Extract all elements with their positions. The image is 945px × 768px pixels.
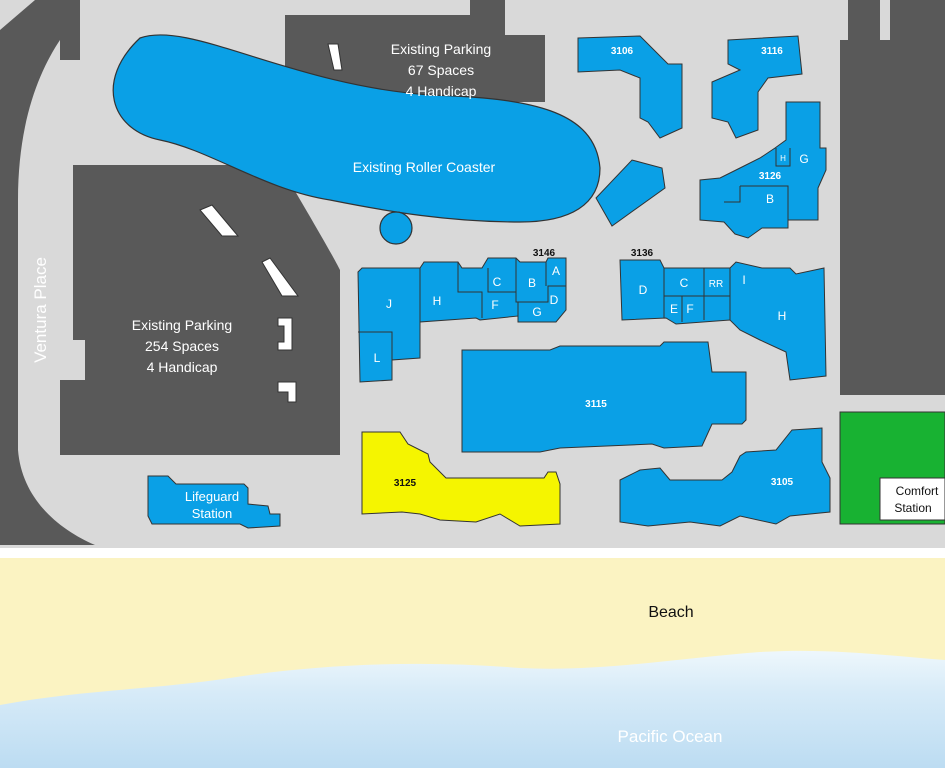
- unit-3136-f: F: [686, 302, 693, 316]
- building-3126: [699, 101, 827, 239]
- parking-islands: [199, 43, 343, 403]
- parking-north-line1: Existing Parking: [391, 41, 491, 57]
- unit-3146-a: A: [552, 264, 560, 278]
- lifeguard-line1: Lifeguard: [185, 489, 239, 504]
- parking-north-line3: 4 Handicap: [406, 83, 477, 99]
- roller-coaster-label: Existing Roller Coaster: [353, 159, 496, 175]
- comfort-station-box: [879, 477, 945, 521]
- building-3115-label: 3115: [585, 399, 607, 410]
- ventura-place-label: Ventura Place: [31, 257, 50, 363]
- unit-3136-i: I: [742, 273, 745, 287]
- unit-3126-b: B: [766, 192, 774, 206]
- buildings: [147, 35, 831, 529]
- parking-west-line3: 4 Handicap: [147, 359, 218, 375]
- ocean: [0, 650, 945, 768]
- building-3106-label: 3106: [611, 46, 634, 57]
- roller-coaster: [112, 34, 601, 223]
- building-3146-label: 3146: [533, 248, 556, 259]
- beach-label: Beach: [648, 604, 693, 621]
- unit-3146-j: J: [386, 297, 392, 311]
- unit-3146-l: L: [374, 351, 381, 365]
- unit-dividers-3126: [724, 148, 791, 220]
- building-3116: [711, 35, 803, 139]
- unit-3146-h: H: [433, 294, 442, 308]
- unit-dividers-3146: [358, 258, 566, 360]
- unit-3146-c: C: [493, 275, 502, 289]
- building-3105-label: 3105: [771, 477, 794, 488]
- unit-3146-b: B: [528, 276, 536, 290]
- building-3126-label: 3126: [759, 171, 782, 182]
- roller-coaster-pod: [379, 211, 413, 245]
- building-3136-label: 3136: [631, 248, 654, 259]
- comfort-line1: Comfort: [896, 484, 939, 498]
- unit-3126-h: H: [780, 154, 786, 163]
- unit-3136-h: H: [778, 309, 787, 323]
- building-lifeguard: [147, 475, 281, 529]
- building-3106: [577, 35, 683, 139]
- ocean-label: Pacific Ocean: [618, 727, 723, 746]
- parking-west-line1: Existing Parking: [132, 317, 232, 333]
- unit-3126-g: G: [799, 152, 808, 166]
- pavement: [0, 0, 945, 545]
- parking-west-line2: 254 Spaces: [145, 338, 219, 354]
- unit-3146-d: D: [550, 293, 559, 307]
- unit-dividers-3136: [663, 268, 731, 322]
- unit-3136-d: D: [639, 283, 648, 297]
- unit-3146-f: F: [491, 298, 498, 312]
- unit-3136-e: E: [670, 302, 678, 316]
- unit-3136-c: C: [680, 276, 689, 290]
- building-3116-label: 3116: [761, 46, 783, 57]
- building-3125: [361, 431, 561, 527]
- comfort-line2: Station: [894, 501, 931, 515]
- building-3125-label: 3125: [394, 478, 417, 489]
- building-3115: [461, 341, 747, 453]
- unit-3146-g: G: [532, 305, 541, 319]
- building-small-angled: [595, 159, 666, 227]
- unit-3136-rr: RR: [709, 279, 723, 290]
- lifeguard-line2: Station: [192, 506, 232, 521]
- parking-north-line2: 67 Spaces: [408, 62, 474, 78]
- building-3105: [619, 427, 831, 527]
